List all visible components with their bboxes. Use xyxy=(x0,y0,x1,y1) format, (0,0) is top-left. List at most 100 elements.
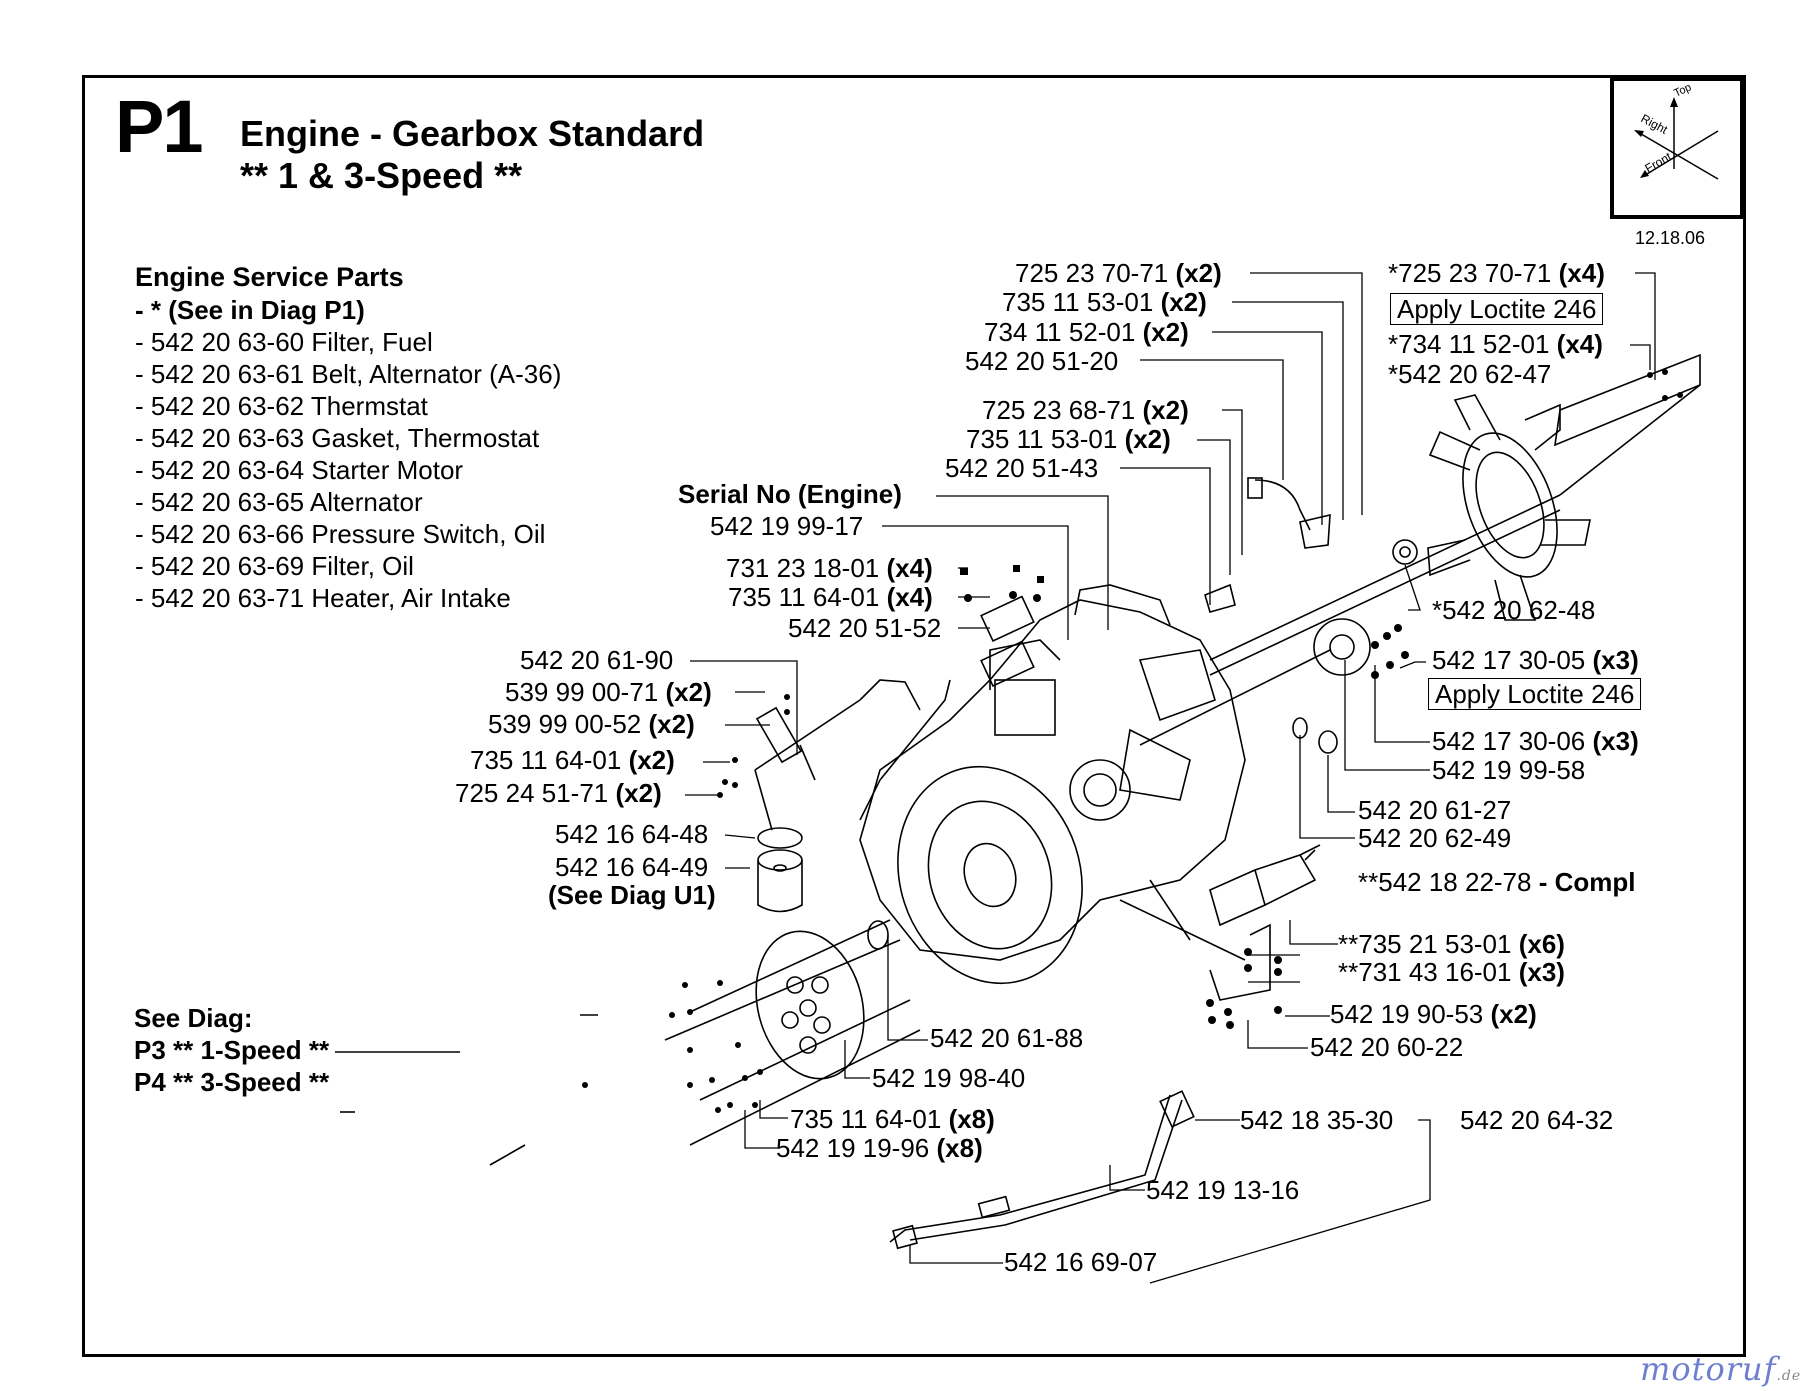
serial-no-label: Serial No (Engine) xyxy=(678,479,902,509)
part-qty: (x4) xyxy=(886,553,933,583)
part-qty: (x2) xyxy=(1124,424,1171,454)
part-number: 542 20 51-20 xyxy=(965,346,1119,376)
service-part-item: - 542 20 63-61 Belt, Alternator (A-36) xyxy=(135,359,562,389)
callout-c31: **731 43 16-01 (x3) xyxy=(1338,958,1565,986)
part-number: 542 20 51-52 xyxy=(788,613,942,643)
part-qty: (x2) xyxy=(1142,317,1189,347)
part-number: 731 23 18-01 xyxy=(726,553,880,583)
part-qty: - Compl xyxy=(1538,867,1636,897)
part-number: 542 17 30-05 xyxy=(1432,645,1586,675)
callout-c18: 542 16 64-48 xyxy=(555,820,708,848)
callout-c28: 542 20 62-49 xyxy=(1358,824,1511,852)
part-number: 542 20 62-49 xyxy=(1358,823,1512,853)
title-line-1: Engine - Gearbox Standard xyxy=(240,113,705,154)
part-number: 542 19 19-96 xyxy=(776,1133,930,1163)
part-number: 539 99 00-71 xyxy=(505,677,659,707)
part-number: 542 19 98-40 xyxy=(872,1063,1026,1093)
part-number: 539 99 00-52 xyxy=(488,709,642,739)
service-parts-list: - * (See in Diag P1) - 542 20 63-60 Filt… xyxy=(135,294,561,614)
service-part-item: - 542 20 63-69 Filter, Oil xyxy=(135,551,414,581)
sheet-id: P1 xyxy=(115,85,204,168)
see-diag-p4[interactable]: P4 ** 3-Speed ** xyxy=(134,1067,330,1097)
callout-c32: 542 19 90-53 (x2) xyxy=(1330,1000,1537,1028)
part-number: 735 11 53-01 xyxy=(1002,287,1154,317)
part-number: 542 19 13-16 xyxy=(1146,1175,1300,1205)
service-part-item: - 542 20 63-63 Gasket, Thermostat xyxy=(135,423,540,453)
callout-c25: 542 17 30-06 (x3) xyxy=(1432,727,1639,755)
part-qty: (x4) xyxy=(1556,329,1603,359)
sprocket xyxy=(1313,618,1371,676)
part-number: *725 23 70-71 xyxy=(1388,258,1552,288)
callout-c06: 735 11 53-01 (x2) xyxy=(966,425,1171,453)
callout-serial-no: Serial No (Engine) xyxy=(678,480,902,508)
callout-c33: 542 20 60-22 xyxy=(1310,1033,1463,1061)
sensor-cable xyxy=(1254,479,1311,531)
callout-c04: 542 20 51-20 xyxy=(965,347,1118,375)
part-number: 542 19 99-17 xyxy=(710,511,864,541)
callout-c41: 542 16 69-07 xyxy=(1004,1248,1157,1276)
part-qty: (x2) xyxy=(615,778,662,808)
part-qty: (x2) xyxy=(1142,395,1189,425)
part-qty: (x3) xyxy=(1592,726,1639,756)
callout-c34: 542 20 61-88 xyxy=(930,1024,1083,1052)
part-number: 542 16 64-49 xyxy=(555,852,709,882)
callout-c07: 542 20 51-43 xyxy=(945,454,1098,482)
callout-c29: **542 18 22-78 - Compl xyxy=(1358,868,1635,896)
callout-c02: 735 11 53-01 (x2) xyxy=(1002,288,1207,316)
callout-c26: 542 19 99-58 xyxy=(1432,756,1585,784)
part-qty: (x2) xyxy=(648,709,695,739)
watermark-logo: motoruf.de xyxy=(1640,1350,1800,1388)
part-number: 725 24 51-71 xyxy=(455,778,609,808)
part-number: 542 16 69-07 xyxy=(1004,1247,1158,1277)
part-number: *542 20 62-48 xyxy=(1432,595,1596,625)
revision-date: 12.18.06 xyxy=(1635,228,1706,248)
part-number: 542 19 99-58 xyxy=(1432,755,1586,785)
callout-c03: 734 11 52-01 (x2) xyxy=(984,318,1189,346)
part-number: *734 11 52-01 xyxy=(1388,329,1550,359)
see-diag-p3[interactable]: P3 ** 1-Speed ** xyxy=(134,1035,330,1065)
title-line-2: ** 1 & 3-Speed ** xyxy=(240,155,523,196)
part-number: **542 18 22-78 xyxy=(1358,867,1532,897)
part-number: 725 23 70-71 xyxy=(1015,258,1169,288)
part-number: 542 20 61-27 xyxy=(1358,795,1512,825)
orientation-indicator: Top Right Front xyxy=(1610,77,1744,219)
callout-c38: 542 18 35-30 xyxy=(1240,1106,1393,1134)
loctite-note-1: Apply Loctite 246 xyxy=(1390,293,1604,325)
part-qty: (x2) xyxy=(1160,287,1207,317)
diagram-frame xyxy=(82,75,1746,1357)
fan-shaft-axis xyxy=(1209,494,1561,661)
callout-c36: 735 11 64-01 (x8) xyxy=(790,1105,995,1133)
part-qty: (x2) xyxy=(665,677,712,707)
watermark-suffix: .de xyxy=(1776,1368,1800,1384)
callout-c37: 542 19 19-96 (x8) xyxy=(776,1134,983,1162)
part-qty: (x3) xyxy=(1518,957,1565,987)
cooling-fan xyxy=(1462,432,1558,578)
part-number: *542 20 62-47 xyxy=(1388,359,1552,389)
part-number: 735 11 64-01 xyxy=(790,1104,942,1134)
callout-c05: 725 23 68-71 (x2) xyxy=(982,396,1189,424)
part-qty: (x8) xyxy=(936,1133,983,1163)
part-qty: (x4) xyxy=(886,582,933,612)
part-number: 542 17 30-06 xyxy=(1432,726,1586,756)
callout-c22: *542 20 62-47 xyxy=(1388,360,1551,388)
part-qty: (x8) xyxy=(948,1104,995,1134)
callout-c27: 542 20 61-27 xyxy=(1358,796,1511,824)
service-part-item: - 542 20 63-66 Pressure Switch, Oil xyxy=(135,519,546,549)
callout-c10: 731 23 18-01 (x4) xyxy=(726,554,933,582)
callout-c21: *734 11 52-01 (x4) xyxy=(1388,330,1603,358)
part-number: 725 23 68-71 xyxy=(982,395,1136,425)
part-qty: (x3) xyxy=(1592,645,1639,675)
engine-block-outline xyxy=(859,599,1246,961)
orientation-axes-icon: Top Right Front xyxy=(1634,81,1719,180)
part-number: 542 20 60-22 xyxy=(1310,1032,1464,1062)
callout-c09: 542 19 99-17 xyxy=(710,512,863,540)
part-number: 542 16 64-48 xyxy=(555,819,709,849)
see-diag-block: See Diag: P3 ** 1-Speed ** P4 ** 3-Speed… xyxy=(134,1002,329,1098)
service-part-item: - 542 20 63-62 Thermstat xyxy=(135,391,428,421)
callout-c24: 542 17 30-05 (x3) xyxy=(1432,646,1639,674)
part-number: 734 11 52-01 xyxy=(984,317,1136,347)
callout-c12: 542 20 51-52 xyxy=(788,614,941,642)
service-part-item: - 542 20 63-71 Heater, Air Intake xyxy=(135,583,511,613)
callout-c19: 542 16 64-49 xyxy=(555,853,708,881)
